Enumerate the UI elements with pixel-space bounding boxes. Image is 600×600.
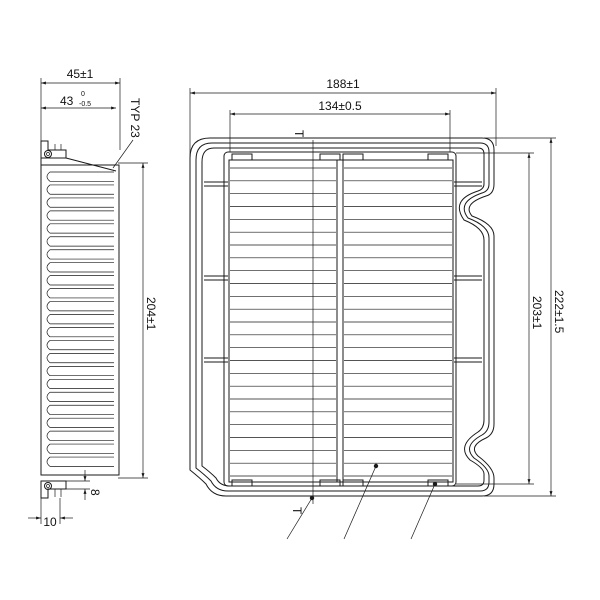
section-mark-bottom: T (290, 507, 304, 515)
center-divider (336, 159, 344, 483)
side-height-label: 204±1 (144, 297, 158, 331)
side-pleat (46, 340, 114, 351)
seal-offset-label: 8 (88, 489, 102, 496)
section-mark-top: T (292, 130, 306, 138)
side-pleat (46, 288, 114, 299)
gasket-outer (189, 137, 495, 497)
side-pleat (46, 249, 114, 260)
pleat-count-callout: TYP 23 (128, 98, 142, 138)
side-pleat (46, 417, 114, 428)
side-inner-width-tol-upper: 0 (81, 91, 85, 98)
side-pleat (46, 262, 114, 273)
bottom-seal-detail (40, 480, 67, 499)
side-pleat (46, 301, 114, 312)
core-frame (223, 151, 457, 487)
callout-leaders (286, 463, 438, 540)
pleat-area-outline (228, 159, 454, 483)
side-pleat (46, 184, 114, 195)
side-pleat (46, 378, 114, 389)
side-pleat (46, 275, 114, 286)
gasket-inner (201, 147, 485, 487)
side-pleat (46, 197, 114, 208)
side-pleat (46, 314, 114, 325)
seal-width-label: 10 (43, 515, 57, 529)
side-pleat (46, 365, 114, 377)
frame-tabs (231, 153, 449, 487)
side-pleat (46, 430, 114, 441)
side-pleats (46, 171, 114, 467)
core-width-label: 134±0.5 (318, 99, 362, 113)
side-pleat (46, 327, 114, 338)
side-pleat (46, 171, 114, 182)
side-pleat (46, 404, 114, 415)
side-pleat (46, 456, 114, 467)
side-pleat (46, 210, 114, 221)
pleat-pack-outline (40, 164, 120, 476)
overall-width-label: 188±1 (326, 77, 360, 91)
overall-height-label: 222±1.5 (552, 290, 566, 334)
top-pleats (230, 167, 452, 477)
top-seal-detail (40, 140, 117, 172)
side-pleat (46, 223, 114, 234)
core-height-label: 203±1 (530, 296, 544, 330)
side-pleat (46, 443, 114, 454)
side-inner-width-label: 43 (60, 94, 74, 108)
side-view: 45±1 43 0 -0.5 TYP 23 204±1 8 10 (28, 67, 158, 529)
side-pleat (46, 391, 114, 402)
top-view: T T 188±1 134±0.5 222±1.5 203±1 (189, 77, 566, 540)
side-inner-width-tol-lower: -0.5 (79, 101, 91, 108)
side-pleat (46, 353, 114, 364)
gasket-middle (195, 142, 490, 492)
side-pleat (46, 236, 114, 247)
side-overall-width-label: 45±1 (67, 67, 94, 81)
